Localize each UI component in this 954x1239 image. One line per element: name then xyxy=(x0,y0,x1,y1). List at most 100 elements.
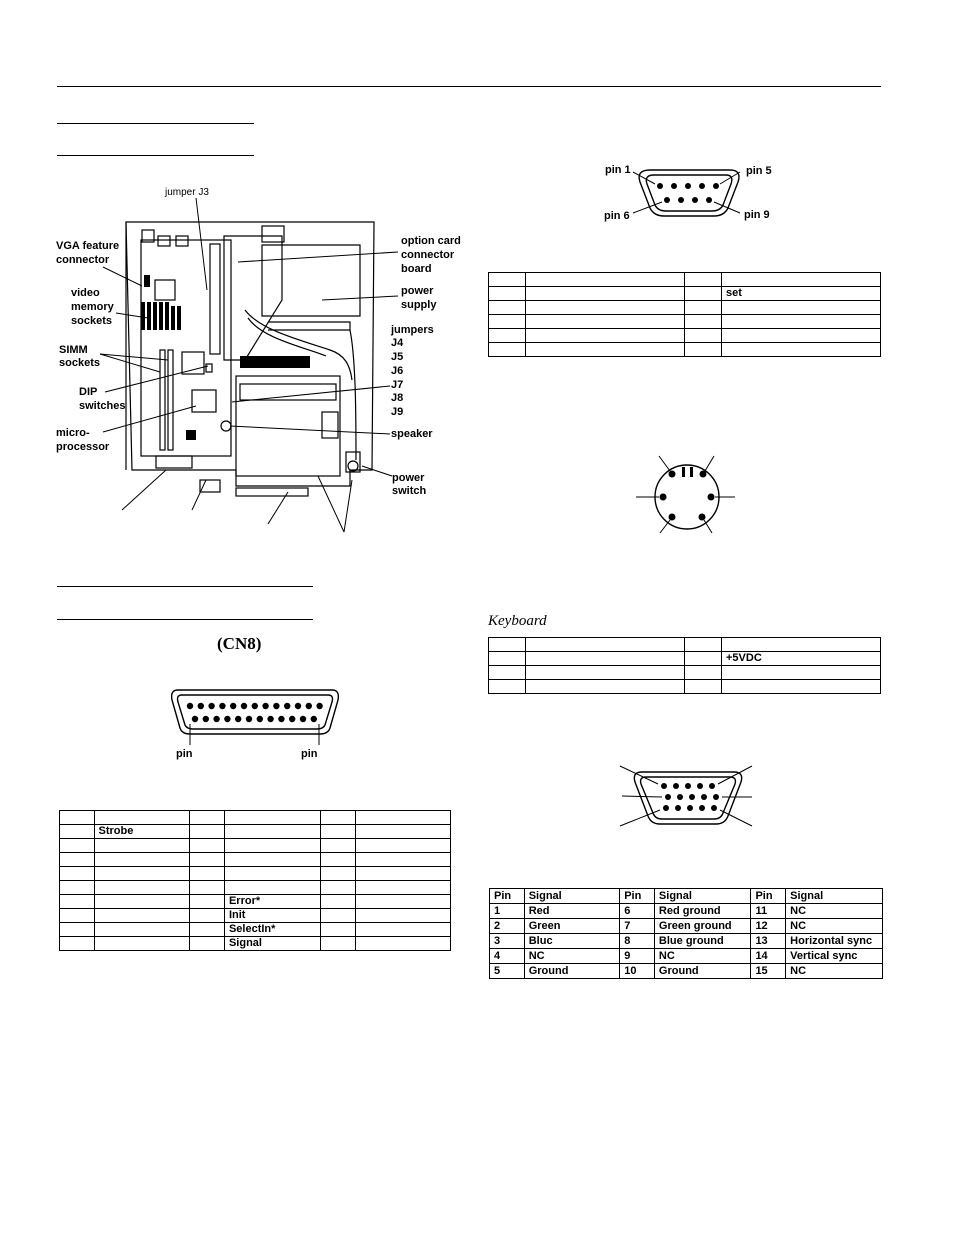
table-cell: 4 xyxy=(489,948,525,964)
table-cell: Green ground xyxy=(653,918,752,934)
label-j5: J5 xyxy=(391,351,404,363)
table-cell: 13 xyxy=(750,933,787,949)
serial-pin9-label: pin 9 xyxy=(744,209,770,221)
table-cell: NC xyxy=(785,903,883,919)
table-row xyxy=(488,665,881,680)
label-jumper-j3: jumper J3 xyxy=(165,187,209,198)
parallel-pin xyxy=(310,715,317,723)
label-video-memory-1: video xyxy=(71,287,100,299)
table-row: Signal xyxy=(59,936,452,951)
table-cell: NC xyxy=(785,918,883,934)
table-cell: Bluc xyxy=(523,933,621,949)
table-cell: Error* xyxy=(223,894,322,909)
parallel-pin xyxy=(267,715,274,723)
parallel-pin xyxy=(299,715,307,723)
table-row xyxy=(59,866,452,881)
table-cell: Ground xyxy=(653,963,752,979)
label-video-memory-3: sockets xyxy=(71,315,112,327)
serial-pin5-label: pin 5 xyxy=(746,165,772,177)
label-power-switch-2: switch xyxy=(392,485,427,497)
keyboard-pinout-table: +5VDC xyxy=(488,637,881,694)
parallel-pin xyxy=(278,715,285,723)
section-rule-2 xyxy=(57,155,254,156)
table-cell: 8 xyxy=(619,933,655,949)
table-cell: 15 xyxy=(750,963,787,979)
table-cell: Signal xyxy=(223,936,322,951)
parallel-pin xyxy=(294,702,302,710)
label-option-card-1: option card xyxy=(401,235,461,247)
table-cell: 9 xyxy=(619,948,655,964)
parallel-pin xyxy=(289,715,296,723)
table-cell: 11 xyxy=(750,903,787,919)
table-row xyxy=(488,328,881,343)
table-row xyxy=(488,300,881,315)
table-cell: 10 xyxy=(619,963,655,979)
parallel-pin xyxy=(256,715,263,723)
parallel-pin xyxy=(316,702,323,710)
label-power-supply-2: supply xyxy=(401,299,437,311)
table-cell: NC xyxy=(523,948,621,964)
label-micro-1: micro- xyxy=(56,427,90,439)
label-j4: J4 xyxy=(391,337,404,349)
parallel-pin-right-label: pin xyxy=(301,748,318,760)
table-row xyxy=(59,838,452,853)
table-cell: 14 xyxy=(750,948,787,964)
table-cell: 3 xyxy=(489,933,525,949)
label-vga-feature-2: connector xyxy=(56,254,110,266)
table-cell xyxy=(721,679,881,694)
label-power-supply-1: power xyxy=(401,285,434,297)
parallel-pin xyxy=(305,702,312,710)
parallel-pin xyxy=(186,702,194,710)
serial-pin6-label: pin 6 xyxy=(604,210,630,222)
parallel-pin-left-label: pin xyxy=(176,748,193,760)
parallel-pin xyxy=(245,715,253,723)
label-j7: J7 xyxy=(391,379,404,391)
table-row: SelectIn* xyxy=(59,922,452,937)
table-cell: Red ground xyxy=(653,903,752,919)
parallel-pin xyxy=(208,702,215,710)
table-cell: Signal xyxy=(785,888,883,904)
table-cell: 6 xyxy=(619,903,655,919)
table-cell: 12 xyxy=(750,918,787,934)
table-row: set xyxy=(488,286,881,301)
table-cell: Blue ground xyxy=(653,933,752,949)
parallel-pin xyxy=(224,715,231,723)
table-cell: Signal xyxy=(653,888,752,904)
page-top-rule xyxy=(57,86,881,87)
keyboard-title: Keyboard xyxy=(488,613,547,629)
label-video-memory-2: memory xyxy=(71,301,114,313)
label-option-card-2: connector xyxy=(401,249,455,261)
table-cell: Vertical sync xyxy=(785,948,883,964)
table-row xyxy=(488,637,881,652)
table-cell: Pin xyxy=(750,888,787,904)
label-vga-feature-1: VGA feature xyxy=(56,240,120,252)
section-rule-1 xyxy=(57,123,254,124)
serial-pin1-label: pin 1 xyxy=(605,164,631,176)
table-row xyxy=(488,679,881,694)
parallel-pin xyxy=(197,702,204,710)
parallel-pin xyxy=(230,702,237,710)
label-dip-2: switches xyxy=(79,400,126,412)
table-cell: NC xyxy=(785,963,883,979)
table-cell xyxy=(93,936,191,951)
parallel-pin xyxy=(219,702,226,710)
table-cell xyxy=(721,342,881,357)
table-cell: 1 xyxy=(489,903,525,919)
label-micro-2: processor xyxy=(56,441,110,453)
table-cell: 2 xyxy=(489,918,525,934)
table-cell: 7 xyxy=(619,918,655,934)
table-cell xyxy=(354,936,452,951)
parallel-pin xyxy=(191,715,199,723)
table-cell: Red xyxy=(523,903,621,919)
section-rule-4 xyxy=(57,619,313,620)
table-cell: Signal xyxy=(523,888,621,904)
parallel-pin xyxy=(251,702,258,710)
